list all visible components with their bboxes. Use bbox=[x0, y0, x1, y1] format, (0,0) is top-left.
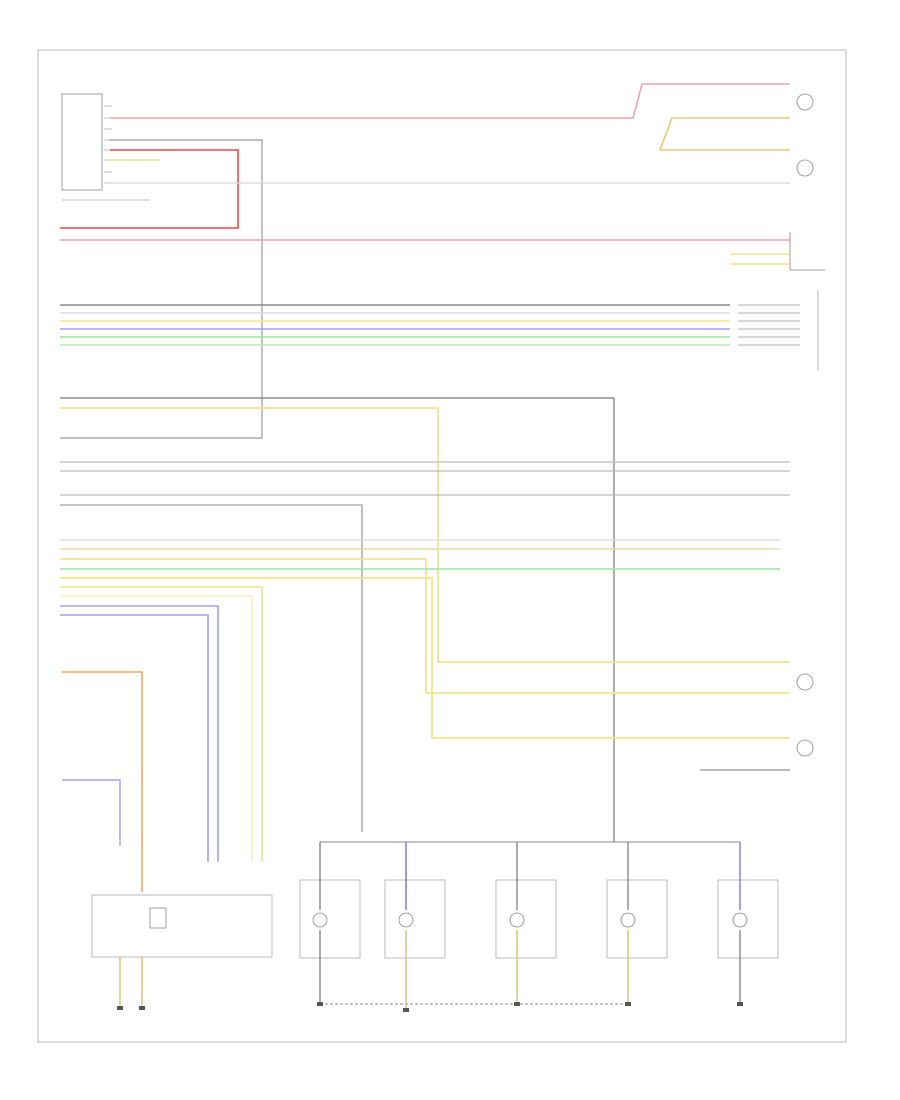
ground-symbols bbox=[117, 1002, 743, 1012]
wire-bright-red-loop bbox=[60, 149, 239, 229]
wire-blue-down-1 bbox=[60, 605, 219, 862]
wire-low-yellow-3 bbox=[60, 577, 790, 739]
module-pin-ticks bbox=[104, 105, 112, 184]
trailer-connector bbox=[789, 232, 825, 271]
wire-blue-short bbox=[62, 779, 121, 846]
control-module bbox=[61, 93, 150, 201]
right-tail-lamp-assembly bbox=[384, 879, 446, 959]
wire-low-yellow-2 bbox=[60, 558, 790, 694]
high-mount-stop-lamp bbox=[796, 739, 814, 757]
diagram-border bbox=[37, 49, 847, 1043]
wire-gray-module bbox=[60, 139, 263, 439]
left-tail-lamp-assembly bbox=[91, 894, 273, 958]
trailer-lamp bbox=[717, 879, 779, 959]
lamp-drops bbox=[119, 842, 741, 1010]
right-rear-turn-lamp bbox=[796, 159, 814, 177]
right-tail-lamp bbox=[299, 879, 361, 959]
wire-yellow-down-2 bbox=[60, 595, 253, 862]
license-lamp-connector bbox=[796, 673, 814, 691]
right-rear-sidemarker bbox=[796, 93, 814, 111]
wire-dark-gray-long bbox=[60, 397, 615, 842]
wire-orange bbox=[62, 671, 143, 892]
wire-tan-1 bbox=[659, 117, 790, 151]
left-rear-lamp bbox=[606, 879, 668, 959]
wire-yellow-long-1 bbox=[60, 407, 790, 663]
wire-yellow-down-1 bbox=[60, 586, 263, 862]
bus-connector bbox=[738, 290, 819, 370]
backup-lamp bbox=[495, 879, 557, 959]
wire-gray-to-lamp bbox=[60, 504, 363, 832]
wire-red-top bbox=[110, 83, 790, 119]
wire-blue-down-2 bbox=[60, 614, 209, 862]
